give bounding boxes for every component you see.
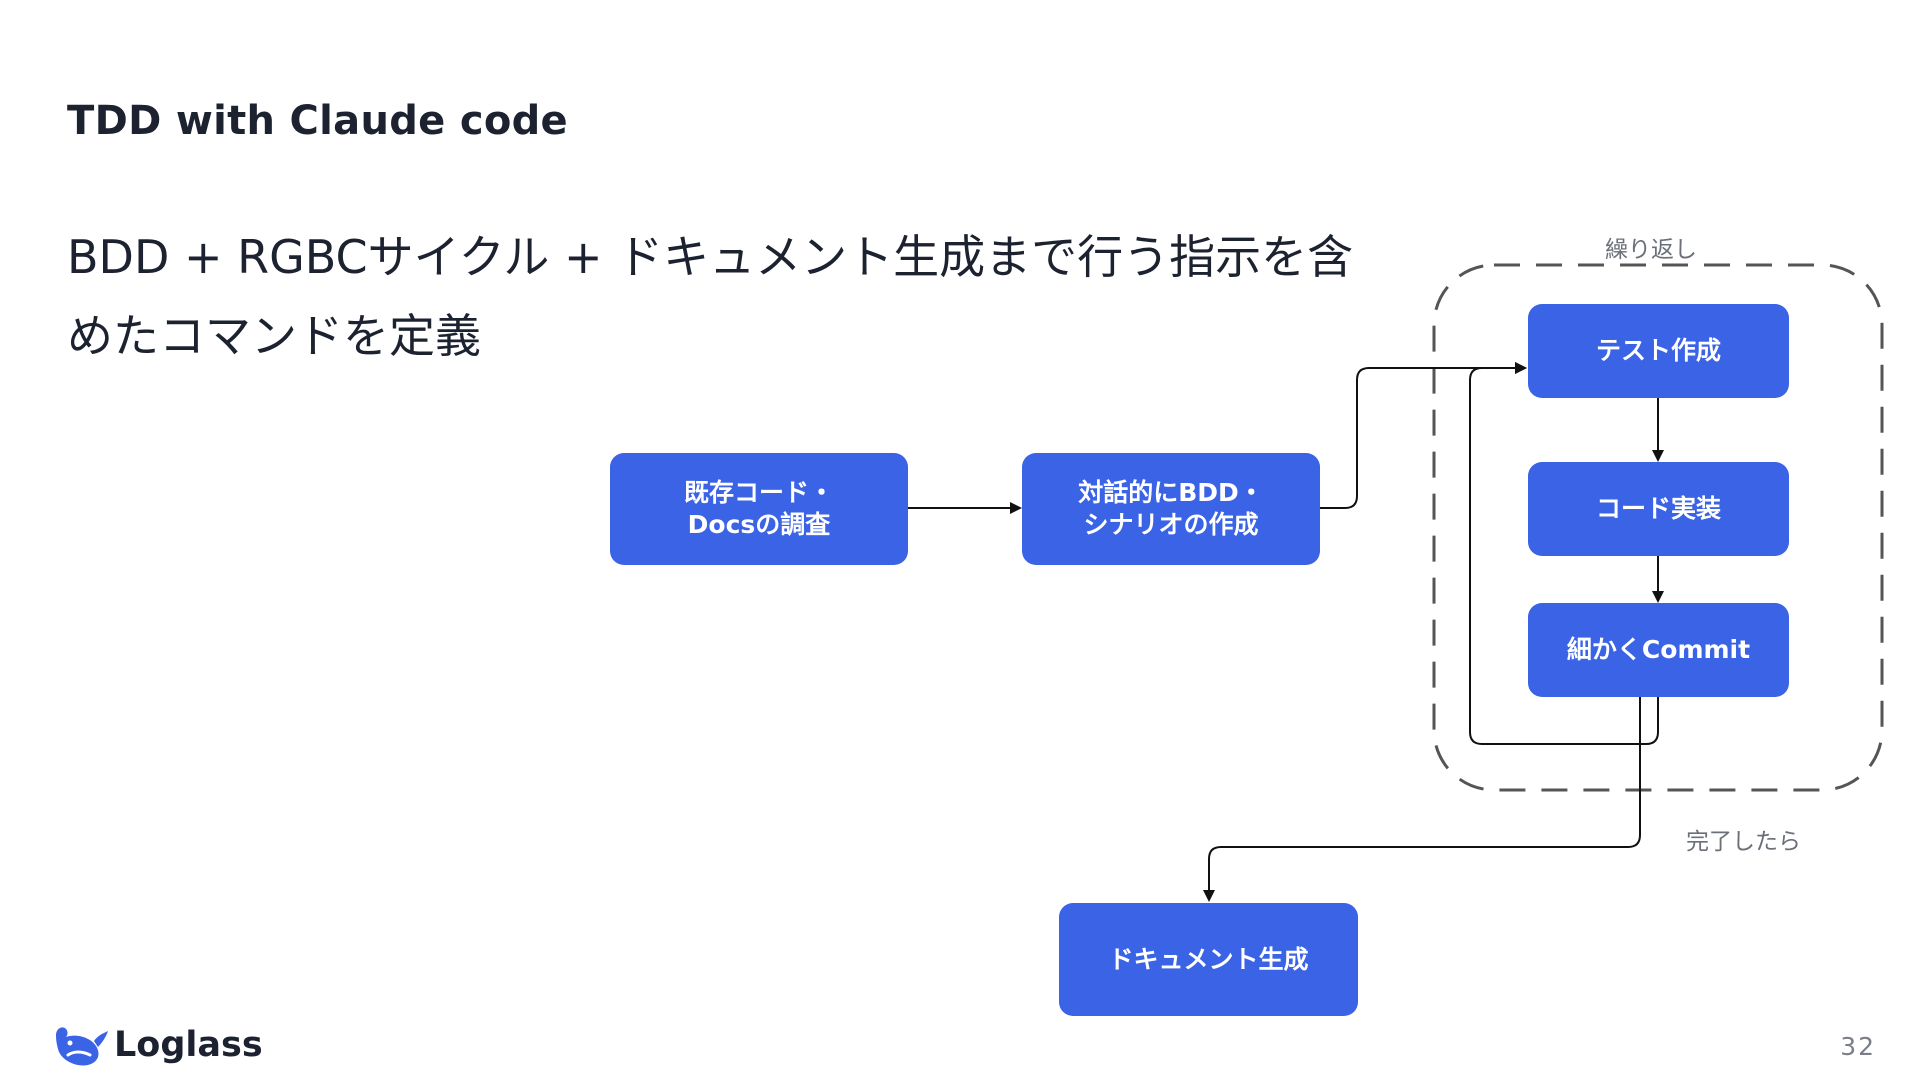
brand-logo: Loglass [50, 1020, 263, 1070]
node-commit-label: 細かくCommit [1566, 635, 1751, 664]
logo-wordmark: Loglass [114, 1025, 263, 1065]
node-bdd: 対話的にBDD・ シナリオの作成 [1022, 453, 1320, 565]
node-bdd-label: 対話的にBDD・ シナリオの作成 [1078, 478, 1264, 539]
node-commit: 細かくCommit [1528, 603, 1789, 697]
node-docs: ドキュメント生成 [1059, 903, 1358, 1016]
node-implement-label: コード実装 [1595, 494, 1721, 523]
slide-subtitle: BDD + RGBCサイクル + ドキュメント生成まで行う指示を含めたコマンドを… [67, 230, 1354, 363]
node-implement: コード実装 [1528, 462, 1789, 556]
node-test: テスト作成 [1528, 304, 1789, 398]
node-test-label: テスト作成 [1595, 336, 1721, 365]
arrow-commit-loop-back [1469, 362, 1659, 745]
arrow-commit-to-docs [1203, 697, 1641, 902]
done-label: 完了したら [1686, 829, 1801, 855]
whale-logo-icon [56, 1027, 108, 1066]
arrow-bdd-to-test [1320, 362, 1527, 509]
node-docs-label: ドキュメント生成 [1108, 944, 1309, 974]
loop-label: 繰り返し [1605, 237, 1697, 263]
slide-title: TDD with Claude code [67, 98, 568, 144]
page-number: 32 [1840, 1032, 1876, 1061]
node-investigate-label: 既存コード・ Docsの調査 [683, 478, 834, 539]
node-investigate: 既存コード・ Docsの調査 [610, 453, 908, 565]
